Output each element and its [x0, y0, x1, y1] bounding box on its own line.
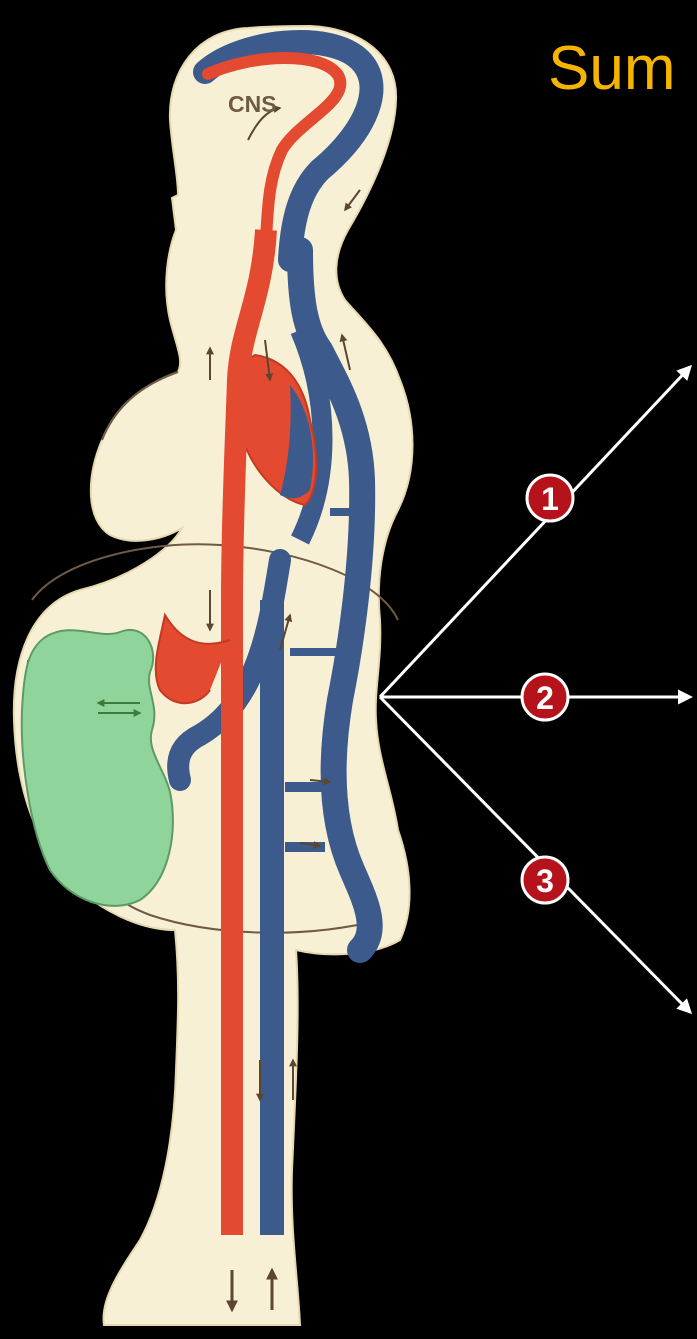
badge-1: 1: [527, 475, 573, 521]
badge-3: 3: [522, 857, 568, 903]
badge-3-label: 3: [536, 863, 554, 899]
badge-2: 2: [522, 674, 568, 720]
connector-3: [285, 782, 325, 792]
badge-1-label: 1: [541, 481, 559, 517]
branch-arrow-3: [380, 697, 690, 1012]
cns-label: CNS: [228, 91, 277, 117]
connector-1: [330, 508, 372, 516]
branch-arrow-1: [380, 367, 690, 697]
badge-2-label: 2: [536, 680, 554, 716]
connector-2: [290, 648, 360, 656]
placenta: [22, 630, 173, 906]
